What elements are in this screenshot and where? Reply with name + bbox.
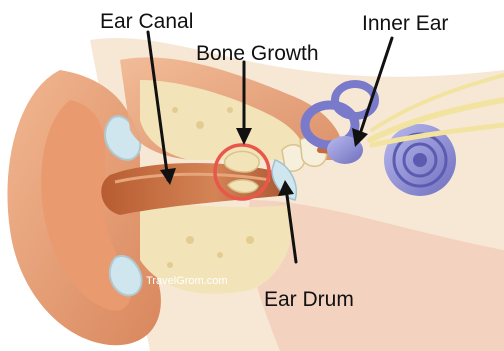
- inner-ear-label: Inner Ear: [362, 12, 448, 35]
- ear-canal-label: Ear Canal: [100, 10, 193, 33]
- watermark: TravelGrom.com: [146, 275, 228, 287]
- bone-growth-label: Bone Growth: [196, 42, 319, 65]
- ear-drum-label: Ear Drum: [264, 288, 354, 311]
